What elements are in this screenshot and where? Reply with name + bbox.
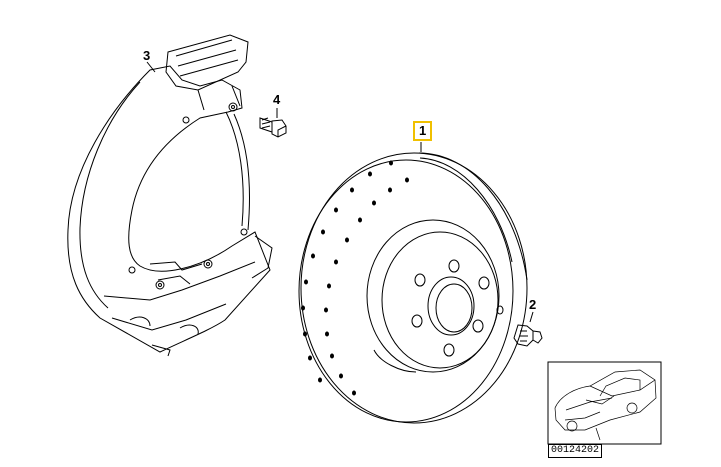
callout-1[interactable]: 1 (413, 121, 433, 141)
dust-shield-drawing[interactable] (67, 34, 273, 357)
thumbnail-code: 00124202 (548, 444, 603, 458)
brake-disc-drawing[interactable] (298, 152, 528, 424)
callout-3[interactable]: 3 (143, 48, 151, 63)
disc-screw-drawing[interactable] (513, 324, 543, 347)
shield-bolt-drawing[interactable] (259, 117, 287, 138)
callout-4[interactable]: 4 (273, 92, 281, 107)
thumbnail-frame (547, 361, 662, 445)
callout-2[interactable]: 2 (529, 297, 537, 312)
car-outline-icon (554, 369, 657, 441)
